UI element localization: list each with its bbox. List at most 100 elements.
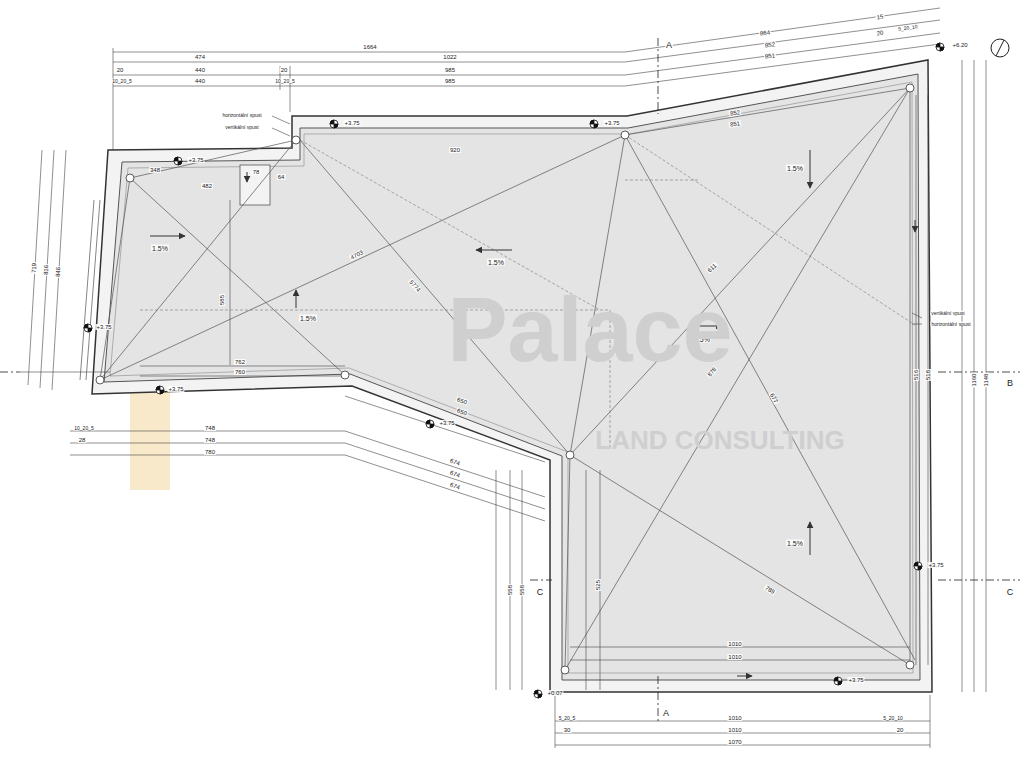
- dimension-line: [20, 8, 986, 748]
- elevation-marker: [590, 120, 598, 128]
- leader-line: [912, 324, 922, 325]
- dimension-line: [522, 470, 523, 690]
- dimension-label: 440: [194, 78, 206, 84]
- dimension-label: 1022: [442, 54, 457, 60]
- dimension-label: 585: [219, 294, 225, 306]
- elevation-marker: [156, 386, 164, 394]
- dimension-line: [113, 86, 625, 87]
- dimension-label: 558: [519, 584, 525, 596]
- dimension-label: 1010: [727, 641, 742, 647]
- dimension-label: 846: [55, 266, 62, 278]
- dimension-label: 1.5%: [299, 315, 317, 322]
- dimension-label: 985: [444, 78, 456, 84]
- slope-arrow: [810, 522, 811, 555]
- dimension-label: 10_20_5: [274, 79, 295, 84]
- elevation-marker: [174, 157, 182, 165]
- dimension-label: 518: [925, 369, 931, 381]
- slope-arrow: [150, 236, 185, 237]
- dimension-label: 852: [764, 41, 777, 49]
- roof-outline: [92, 60, 932, 692]
- dimension-label: 20: [280, 67, 289, 73]
- slope-arrow: [737, 676, 752, 677]
- roof-drain: [566, 451, 574, 459]
- dimension-label: 5_20_10: [882, 716, 903, 721]
- dimension-label: 760: [234, 369, 246, 375]
- elevation-marker: [936, 43, 944, 51]
- roof-drain: [126, 174, 134, 182]
- elevation-marker: [330, 120, 338, 128]
- dimension-label: 348: [149, 167, 161, 173]
- dimension-label: 674: [448, 481, 461, 490]
- roof-ridge-line: [570, 455, 910, 665]
- dimension-label: horizontální spust: [930, 322, 971, 327]
- elevation-marker: [156, 386, 164, 394]
- elevation-marker: [936, 43, 944, 51]
- dimension-line: [113, 48, 114, 150]
- dimension-label: 719: [31, 262, 38, 274]
- dimension-label: 762: [234, 359, 246, 365]
- dimension-line: [40, 150, 54, 388]
- dimension-line: [555, 695, 556, 748]
- elevation-marker: [834, 677, 842, 685]
- roof-ridge-line: [565, 455, 570, 670]
- elevation-marker: [914, 562, 922, 570]
- dimension-line: [625, 8, 940, 52]
- dimension-line: [290, 66, 291, 112]
- roof-drain: [292, 136, 300, 144]
- dimension-label: 15: [875, 13, 884, 20]
- dimension-label: 20: [875, 29, 884, 36]
- dimension-line: [625, 20, 940, 62]
- roof-outline: [110, 82, 913, 673]
- dimension-line: [625, 44, 940, 86]
- roof-drain: [96, 376, 104, 384]
- dimension-label: 816: [43, 264, 50, 276]
- dimension-label: +3.75: [95, 324, 112, 330]
- dimension-line: [20, 372, 110, 373]
- dimension-line: [113, 52, 625, 53]
- roof-outline: [80, 200, 94, 380]
- dimension-label: +3.75: [187, 157, 204, 163]
- elevation-marker: [590, 120, 598, 128]
- dimension-line: [140, 366, 345, 367]
- roof-ridge-line: [910, 88, 911, 665]
- dimension-label: +0.07: [546, 690, 563, 696]
- dimension-label: 674: [448, 469, 461, 478]
- elevation-marker: [834, 677, 842, 685]
- dimension-label: A: [665, 41, 673, 50]
- dimension-label: 1664: [362, 44, 377, 50]
- elevation-marker: [426, 420, 434, 428]
- dimension-line: [930, 695, 931, 748]
- elevation-marker: [84, 324, 92, 332]
- roof-outline: [240, 165, 270, 205]
- dimension-label: 748: [204, 425, 216, 431]
- dimension-label: +6.20: [951, 42, 968, 48]
- dimension-line: [113, 62, 625, 63]
- dimension-label: 1010: [727, 654, 742, 660]
- elevation-marker: [84, 324, 92, 332]
- slope-arrow: [810, 150, 811, 188]
- elevation-marker: [330, 120, 338, 128]
- dimension-line: [586, 470, 587, 690]
- elevation-marker: [426, 420, 434, 428]
- dimension-label: 516: [913, 369, 919, 381]
- elevation-marker: [330, 120, 338, 128]
- dimension-label: 28: [78, 437, 87, 443]
- dimension-label: 474: [194, 54, 206, 60]
- dimension-label: 558: [507, 584, 513, 596]
- section-line: [938, 580, 1020, 581]
- slope-arrow: [150, 150, 915, 676]
- dimension-label: 864: [759, 29, 772, 37]
- roof-outline: [86, 200, 100, 380]
- dimension-label: B: [1006, 379, 1014, 388]
- dimension-label: 1.5%: [151, 245, 169, 252]
- section-line: [658, 676, 659, 722]
- hidden-line: [625, 180, 700, 181]
- leader-line: [912, 313, 922, 318]
- watermark-text: Palace: [446, 285, 733, 375]
- roof-ridge-line: [100, 178, 130, 380]
- roof-ridge-line: [130, 178, 345, 375]
- dimension-line: [230, 200, 231, 365]
- dimension-label: 1.5%: [786, 165, 804, 172]
- roof-drain: [621, 131, 629, 139]
